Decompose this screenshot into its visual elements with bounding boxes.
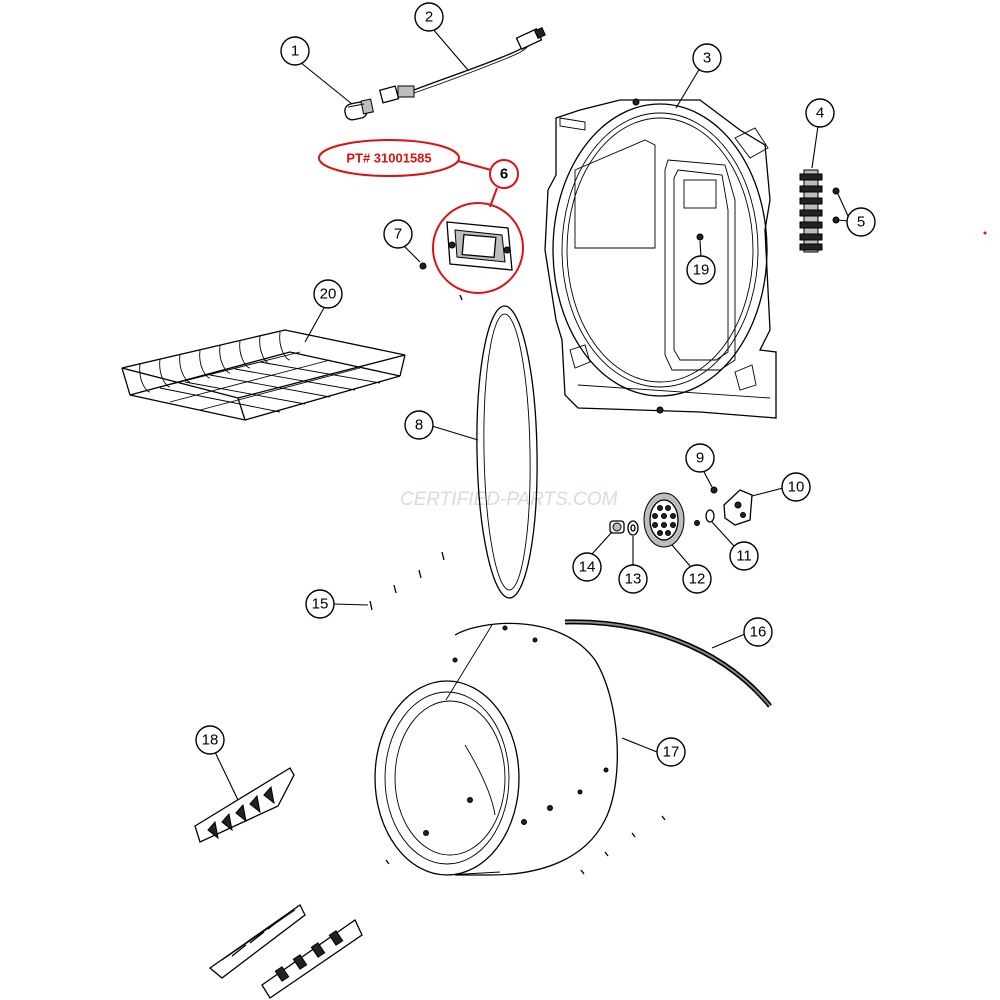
part-8-gasket (476, 305, 538, 599)
callout-16[interactable]: 16 (743, 617, 773, 647)
part-2-wire-harness (378, 27, 546, 104)
callout-9[interactable]: 9 (685, 443, 715, 473)
lower-baffle-left (208, 904, 306, 979)
svg-text:20: 20 (320, 286, 337, 303)
part-19-screw (696, 233, 704, 241)
callout-18[interactable]: 18 (195, 725, 225, 755)
callout-20[interactable]: 20 (313, 279, 343, 309)
svg-text:14: 14 (579, 559, 596, 576)
part-13-washer (627, 520, 639, 536)
svg-text:3: 3 (703, 50, 711, 67)
part-5-screws (832, 187, 840, 224)
callout-8[interactable]: 8 (404, 410, 434, 440)
callout-6[interactable]: 6 (489, 159, 519, 189)
callout-11[interactable]: 11 (729, 541, 759, 571)
part-9-screw (710, 486, 718, 494)
part-20-drying-rack (121, 329, 406, 421)
part-10-bracket (723, 489, 753, 526)
svg-text:6: 6 (500, 166, 508, 183)
callout-5[interactable]: 5 (846, 207, 876, 237)
svg-text:9: 9 (696, 450, 704, 467)
svg-text:4: 4 (816, 105, 824, 122)
svg-text:12: 12 (689, 571, 706, 588)
callout-14[interactable]: 14 (572, 552, 602, 582)
svg-text:13: 13 (625, 571, 642, 588)
svg-text:1: 1 (291, 43, 299, 60)
part-15-screws (369, 551, 445, 611)
callout-2[interactable]: 2 (414, 2, 444, 32)
callout-12[interactable]: 12 (682, 564, 712, 594)
svg-text:11: 11 (736, 548, 752, 565)
part-18-baffle (194, 767, 295, 843)
svg-text:10: 10 (788, 479, 805, 496)
part-17-screws (385, 815, 666, 875)
red-dot-mark (983, 231, 987, 235)
callout-13[interactable]: 13 (618, 564, 648, 594)
svg-text:15: 15 (312, 596, 329, 613)
part-6-highlight-circle (432, 202, 524, 294)
part-4-hinge (799, 169, 823, 253)
callout-7[interactable]: 7 (383, 219, 413, 249)
part-1-lamp (344, 98, 374, 121)
callout-3[interactable]: 3 (692, 43, 722, 73)
part-17-drum (374, 622, 618, 876)
callout-19[interactable]: 19 (686, 255, 716, 285)
svg-text:PT# 31001585: PT# 31001585 (346, 151, 431, 166)
part-12-roller (643, 492, 685, 548)
callout-15[interactable]: 15 (305, 589, 335, 619)
svg-text:17: 17 (663, 744, 680, 761)
part-11-washer (694, 509, 715, 526)
callout-10[interactable]: 10 (781, 472, 811, 502)
part-14-bearing (609, 520, 625, 534)
part-7-screw (419, 262, 427, 270)
part-6-bracket (446, 221, 513, 301)
svg-text:16: 16 (750, 624, 767, 641)
svg-text:18: 18 (202, 732, 219, 749)
watermark-text: CERTIFIED-PARTS.COM (400, 489, 618, 510)
svg-text:5: 5 (857, 214, 865, 231)
lower-baffle-right (261, 919, 363, 999)
callout-1[interactable]: 1 (280, 36, 310, 66)
svg-text:7: 7 (394, 226, 402, 243)
part-3-front-panel (544, 98, 777, 419)
callout-17[interactable]: 17 (656, 737, 686, 767)
svg-text:19: 19 (693, 262, 710, 279)
svg-text:2: 2 (425, 9, 433, 26)
callout-4[interactable]: 4 (805, 98, 835, 128)
highlight-part-number[interactable]: PT# 31001585 (318, 139, 460, 177)
part-16-seal (564, 619, 772, 708)
svg-text:8: 8 (415, 417, 423, 434)
